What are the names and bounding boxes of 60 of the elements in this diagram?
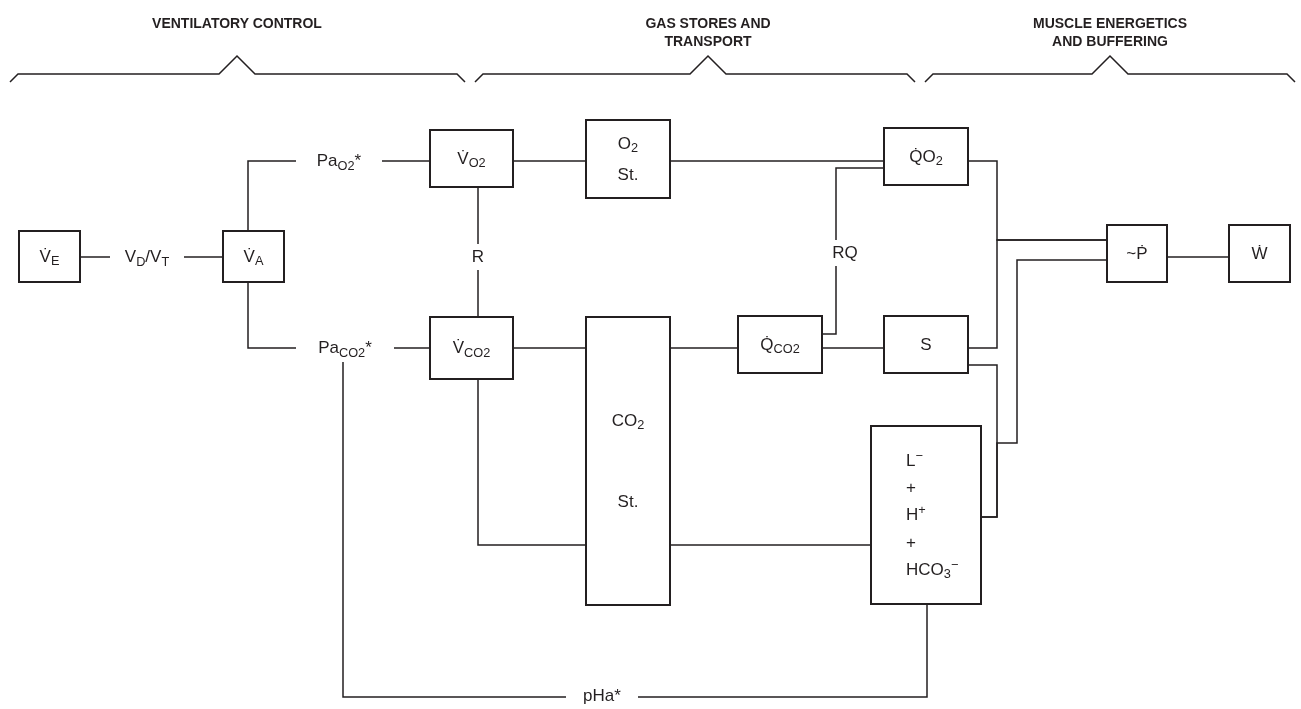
connector-line bbox=[183, 256, 223, 258]
process-box bbox=[18, 230, 81, 283]
variable-text: RQ bbox=[832, 242, 858, 264]
process-box bbox=[1228, 224, 1291, 283]
connector-line bbox=[477, 187, 479, 245]
connector-line bbox=[981, 259, 1107, 518]
process-box bbox=[883, 127, 969, 186]
variable-text: V̇$_{E}$ bbox=[39, 245, 60, 268]
connector-line bbox=[247, 282, 297, 349]
variable-text: + bbox=[906, 477, 916, 499]
variable-text: S bbox=[920, 333, 932, 356]
connector-line bbox=[968, 239, 1107, 349]
connector-line bbox=[835, 167, 884, 241]
connector-line bbox=[670, 347, 738, 349]
connector-line bbox=[381, 160, 430, 162]
variable-text: Q̇O$_{2}$ bbox=[909, 145, 943, 168]
process-box bbox=[429, 316, 514, 380]
variable-text: H$^{+}$ bbox=[906, 504, 926, 526]
variable-text: Q̇$_{CO2}$ bbox=[760, 333, 800, 356]
connector-line bbox=[513, 347, 586, 349]
process-box bbox=[883, 315, 969, 374]
connector-line bbox=[80, 256, 111, 258]
variable-text: + bbox=[906, 531, 916, 553]
variable-text: ~Ṗ bbox=[1126, 242, 1148, 265]
variable-text: V̇$_{A}$ bbox=[243, 245, 264, 268]
variable-text: pHa* bbox=[583, 685, 621, 707]
connector-line bbox=[513, 160, 586, 162]
process-box bbox=[737, 315, 823, 374]
variable-text: CO$_{2}$ bbox=[611, 409, 645, 431]
connector-line bbox=[670, 544, 871, 546]
variable-text: St. bbox=[617, 164, 639, 186]
variable-text: V$_{D}$/V$_{T}$ bbox=[124, 246, 170, 268]
process-box bbox=[870, 425, 982, 605]
variable-text: O$_{2}$ bbox=[617, 132, 639, 154]
connector-line bbox=[342, 361, 567, 698]
variable-text: L$^{−}$ bbox=[906, 449, 923, 472]
process-box bbox=[1106, 224, 1168, 283]
connector-line bbox=[477, 269, 479, 317]
process-box bbox=[585, 119, 671, 199]
variable-text: Pa$_{CO2}$* bbox=[318, 337, 372, 359]
connector-line bbox=[393, 347, 430, 349]
process-box bbox=[429, 129, 514, 188]
section-heading: MUSCLE ENERGETICS AND BUFFERING bbox=[1032, 14, 1188, 50]
variable-text: R bbox=[471, 246, 485, 268]
variable-text: Ẇ bbox=[1251, 242, 1268, 265]
connector-line bbox=[477, 379, 586, 546]
connector-line bbox=[670, 160, 884, 162]
variable-text: St. bbox=[617, 491, 639, 513]
connector-line bbox=[822, 265, 837, 335]
process-box bbox=[585, 316, 671, 606]
connector-line bbox=[822, 347, 884, 349]
section-heading: VENTILATORY CONTROL bbox=[151, 14, 323, 32]
connector-line bbox=[247, 160, 297, 231]
connector-line bbox=[637, 604, 928, 698]
variable-text: V̇$_{CO2}$ bbox=[452, 337, 491, 359]
variable-text: V̇$_{O2}$ bbox=[457, 147, 486, 170]
process-box bbox=[222, 230, 285, 283]
variable-text: Pa$_{O2}$* bbox=[316, 150, 362, 172]
connector-line bbox=[1167, 256, 1229, 258]
section-heading: GAS STORES AND TRANSPORT bbox=[644, 14, 772, 50]
